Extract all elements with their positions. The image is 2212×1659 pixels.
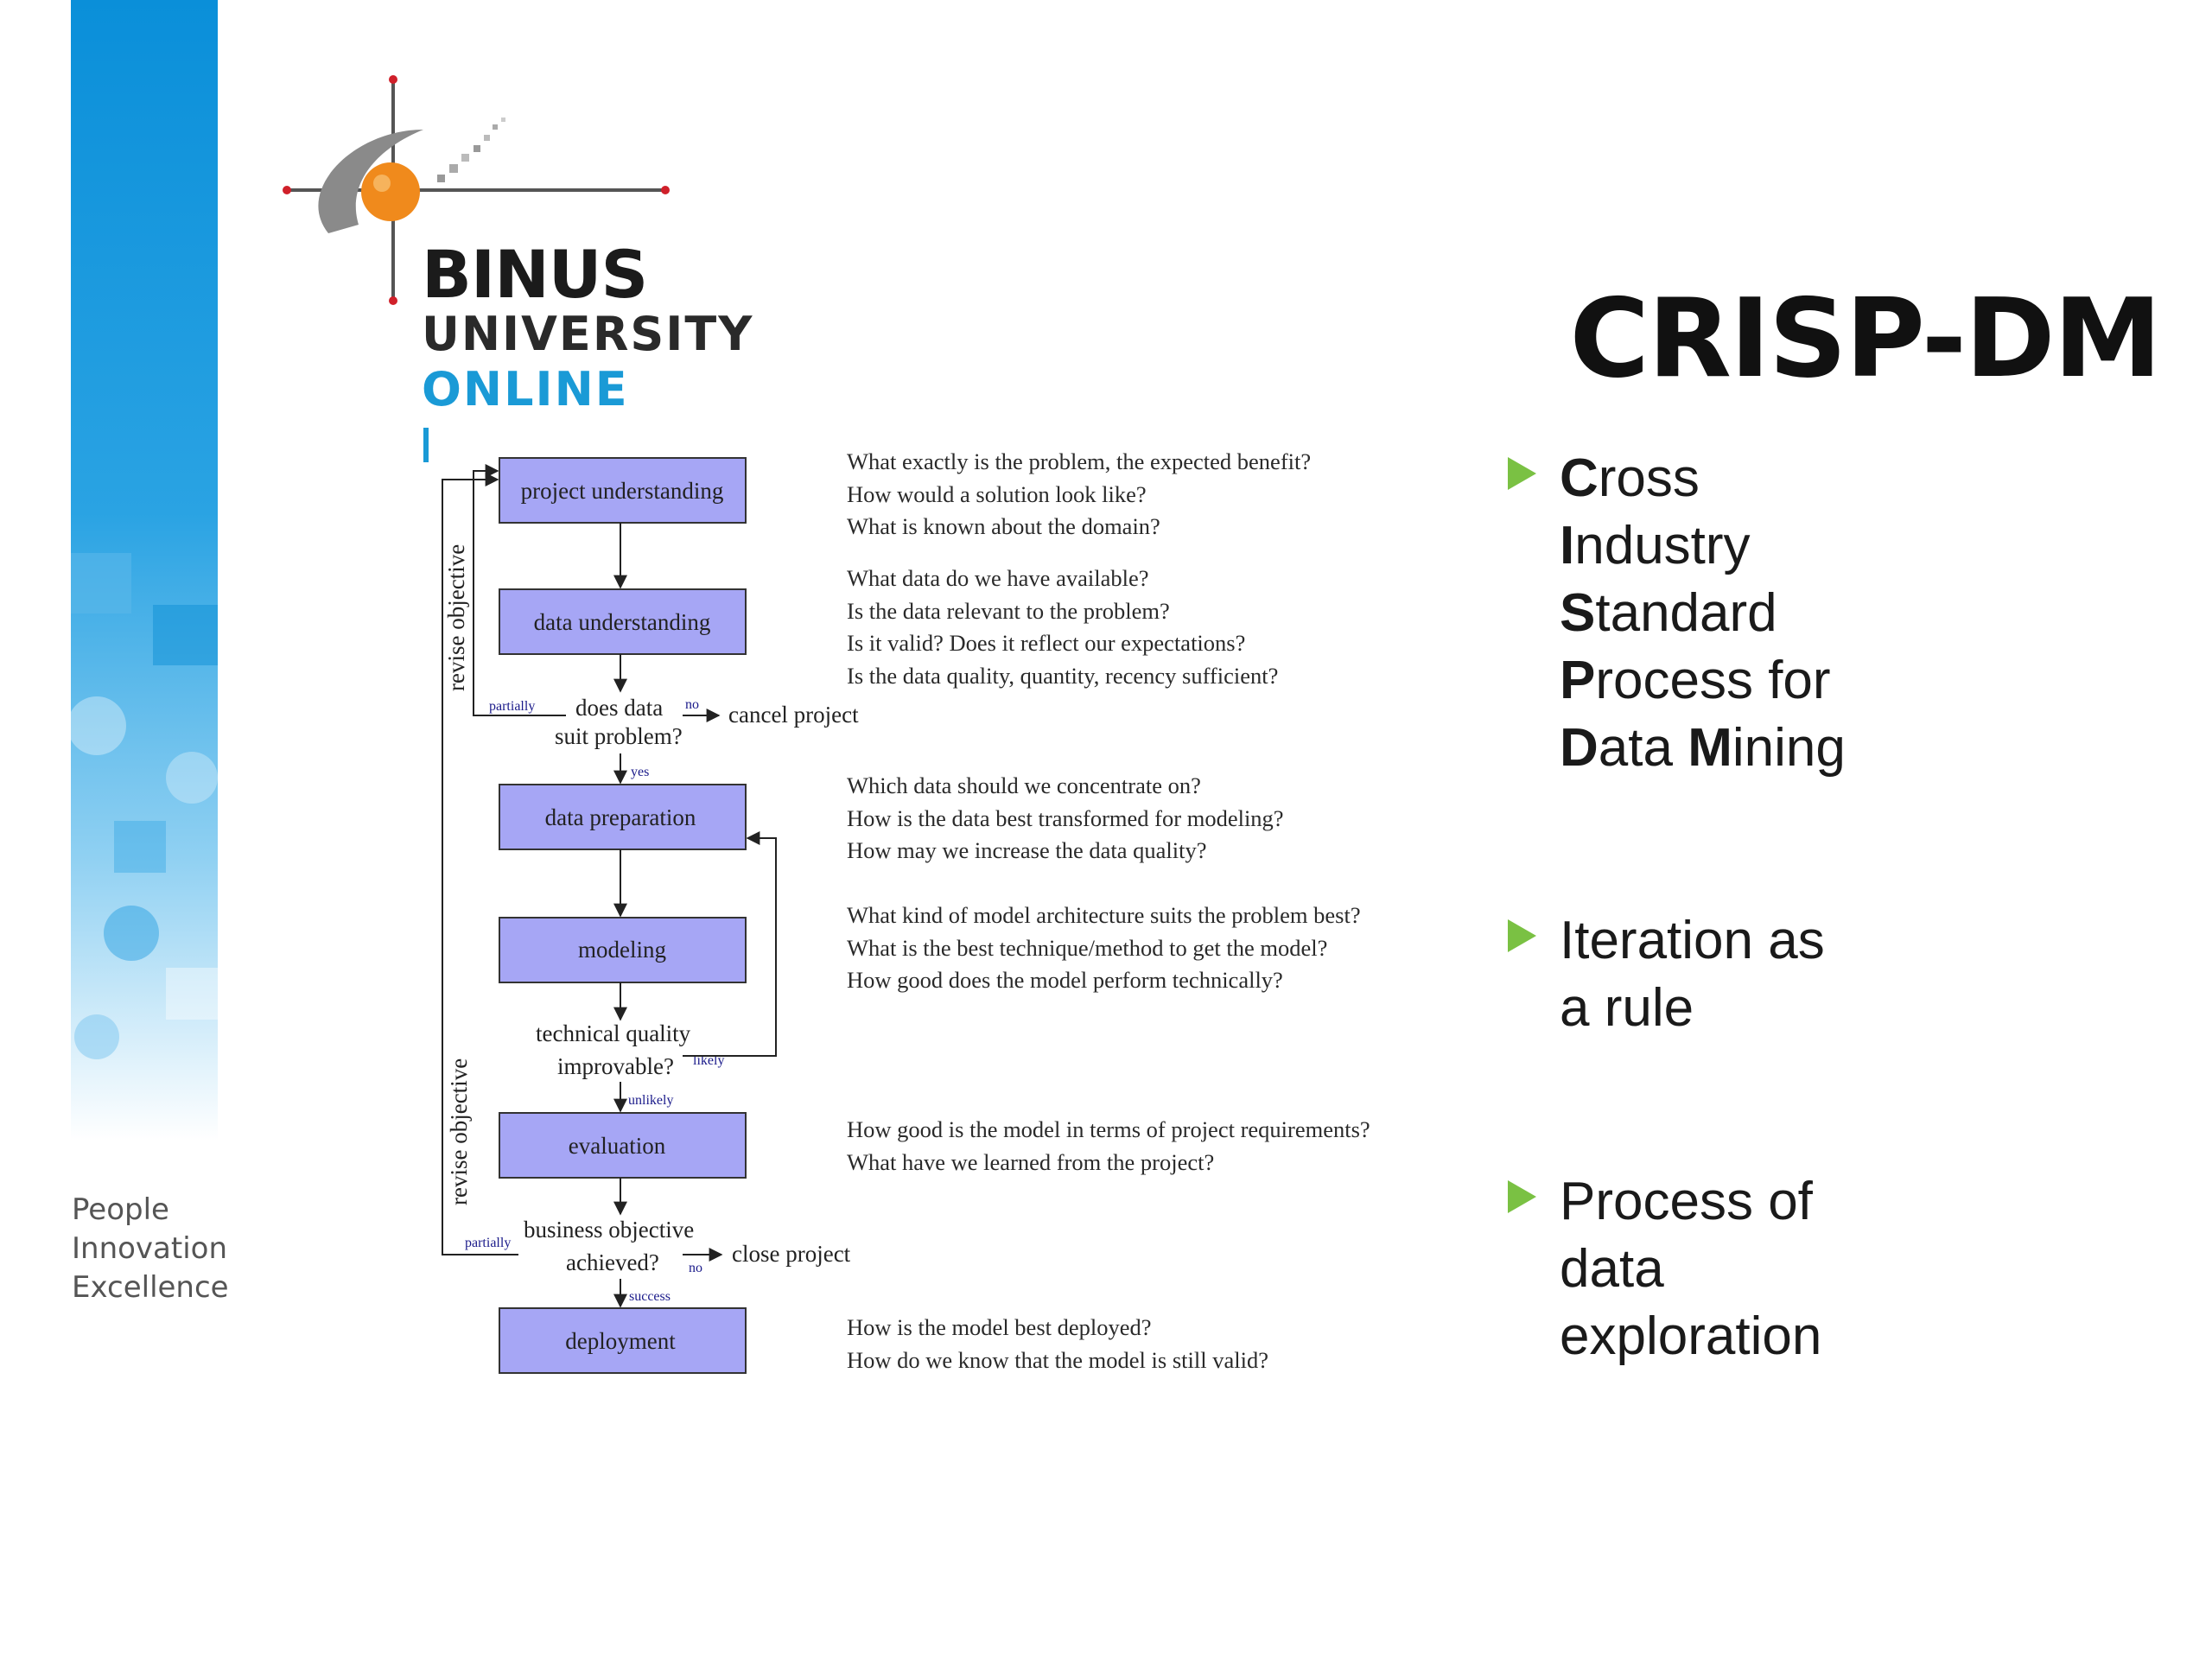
loop-partially-revise — [473, 464, 566, 716]
svg-text:deployment: deployment — [565, 1328, 676, 1354]
binus-logo-emblem — [283, 75, 670, 305]
bullet-text: Iteration as a rule — [1560, 911, 1825, 1038]
svg-text:data preparation: data preparation — [545, 804, 696, 830]
svg-text:project understanding: project understanding — [521, 478, 724, 504]
questions-project-understanding: What exactly is the problem, the expecte… — [847, 448, 1312, 539]
box-deployment: deployment — [499, 1307, 747, 1374]
box-evaluation: evaluation — [499, 1112, 747, 1179]
questions-deployment: How is the model best deployed? How do w… — [847, 1314, 1268, 1373]
bullet-iteration: Iteration as a rule — [1508, 907, 1825, 1042]
tagline: People Innovation Excellence — [72, 1191, 229, 1307]
loop-partially-business — [442, 473, 518, 1255]
questions-evaluation: How good is the model in terms of projec… — [847, 1116, 1370, 1175]
decision-data-suit-line2: suit problem? — [555, 723, 683, 749]
logo-accent-bar — [423, 428, 429, 462]
logo-online: ONLINE — [422, 362, 629, 416]
decorative-blue-band — [71, 0, 218, 1141]
label-revise-objective-bottom: revise objective — [446, 1058, 472, 1205]
decision-tech-quality-line1: technical quality — [536, 1020, 691, 1046]
loop-likely-dp — [683, 831, 777, 1057]
bullet-crisp-definition: Cross Industry Standard Process for Data… — [1508, 445, 1846, 782]
box-project-understanding: project understanding — [499, 457, 747, 524]
svg-text:no: no — [685, 697, 699, 712]
svg-text:data understanding: data understanding — [534, 609, 711, 635]
bullet-triangle-icon — [1508, 919, 1536, 952]
questions-data-preparation: Which data should we concentrate on? How… — [847, 772, 1284, 863]
slide-title: CRISP-DM — [1569, 275, 2162, 402]
svg-text:yes: yes — [631, 765, 649, 779]
box-modeling: modeling — [499, 917, 747, 983]
bullet-triangle-icon — [1508, 457, 1536, 490]
questions-modeling: What kind of model architecture suits th… — [847, 902, 1361, 993]
bullet-text: Process of data exploration — [1560, 1172, 1822, 1366]
bullet-text: Cross Industry Standard Process for Data… — [1560, 448, 1846, 778]
svg-text:unlikely: unlikely — [628, 1093, 673, 1108]
bullet-triangle-icon — [1508, 1180, 1536, 1213]
logo-university: UNIVERSITY — [422, 307, 754, 361]
decision-business-line2: achieved? — [566, 1249, 659, 1275]
svg-text:partially: partially — [465, 1236, 511, 1250]
box-data-understanding: data understanding — [499, 588, 747, 655]
svg-text:likely: likely — [693, 1053, 724, 1068]
questions-data-understanding: What data do we have available? Is the d… — [847, 565, 1279, 689]
tagline-excellence: Excellence — [72, 1270, 229, 1305]
decision-data-suit-line1: does data — [575, 695, 663, 721]
outcome-cancel-project: cancel project — [728, 702, 859, 728]
tagline-people: People — [72, 1192, 169, 1227]
svg-text:success: success — [629, 1289, 671, 1304]
svg-text:no: no — [689, 1261, 702, 1275]
decision-business-line1: business objective — [524, 1217, 694, 1243]
svg-text:evaluation: evaluation — [569, 1133, 666, 1159]
logo-binus: BINUS — [422, 236, 648, 313]
label-revise-objective-top: revise objective — [443, 544, 469, 691]
outcome-close-project: close project — [732, 1241, 851, 1267]
svg-text:partially: partially — [489, 699, 535, 714]
bullet-exploration: Process of data exploration — [1508, 1168, 1821, 1370]
tagline-innovation: Innovation — [72, 1231, 228, 1266]
svg-text:modeling: modeling — [578, 937, 666, 963]
box-data-preparation: data preparation — [499, 784, 747, 850]
decision-tech-quality-line2: improvable? — [557, 1053, 674, 1079]
